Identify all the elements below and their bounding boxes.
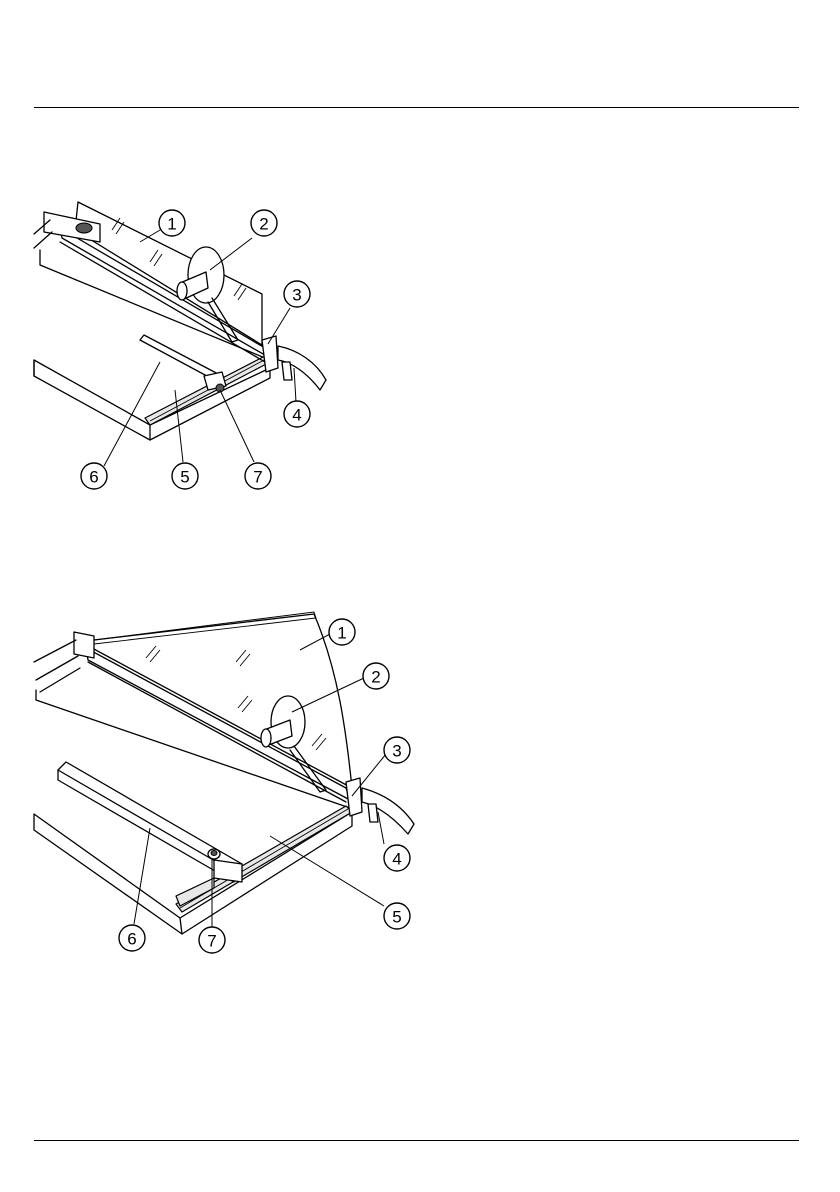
figure-cutter-large: 1 2 3 4 5 6 7 bbox=[0, 600, 440, 960]
svg-text:6: 6 bbox=[127, 930, 136, 949]
svg-text:3: 3 bbox=[392, 742, 401, 761]
svg-text:7: 7 bbox=[253, 468, 262, 487]
svg-text:5: 5 bbox=[392, 908, 401, 927]
svg-text:1: 1 bbox=[337, 624, 346, 643]
callout-5: 5 bbox=[384, 903, 410, 929]
callout-2: 2 bbox=[251, 210, 277, 236]
callout-2: 2 bbox=[363, 663, 389, 689]
callout-1: 1 bbox=[329, 619, 355, 645]
callout-3: 3 bbox=[384, 737, 410, 763]
svg-text:4: 4 bbox=[292, 406, 301, 425]
callout-4: 4 bbox=[284, 401, 310, 427]
callout-7: 7 bbox=[245, 463, 271, 489]
footer-rule bbox=[34, 1140, 799, 1141]
figure-cutter-small: 1 2 3 4 5 6 7 bbox=[0, 190, 360, 500]
svg-text:6: 6 bbox=[89, 468, 98, 487]
header-rule bbox=[34, 107, 799, 108]
svg-text:2: 2 bbox=[371, 668, 380, 687]
callout-6: 6 bbox=[81, 463, 107, 489]
callout-1: 1 bbox=[159, 210, 185, 236]
svg-text:1: 1 bbox=[167, 215, 176, 234]
svg-text:5: 5 bbox=[180, 468, 189, 487]
callout-6: 6 bbox=[119, 925, 145, 951]
callout-4: 4 bbox=[384, 845, 410, 871]
callout-5: 5 bbox=[172, 463, 198, 489]
svg-text:4: 4 bbox=[392, 850, 401, 869]
svg-text:2: 2 bbox=[259, 215, 268, 234]
svg-text:7: 7 bbox=[207, 932, 216, 951]
svg-text:3: 3 bbox=[292, 286, 301, 305]
callout-7: 7 bbox=[199, 927, 225, 953]
cutter-left-bracket bbox=[74, 632, 94, 658]
callout-3: 3 bbox=[284, 281, 310, 307]
